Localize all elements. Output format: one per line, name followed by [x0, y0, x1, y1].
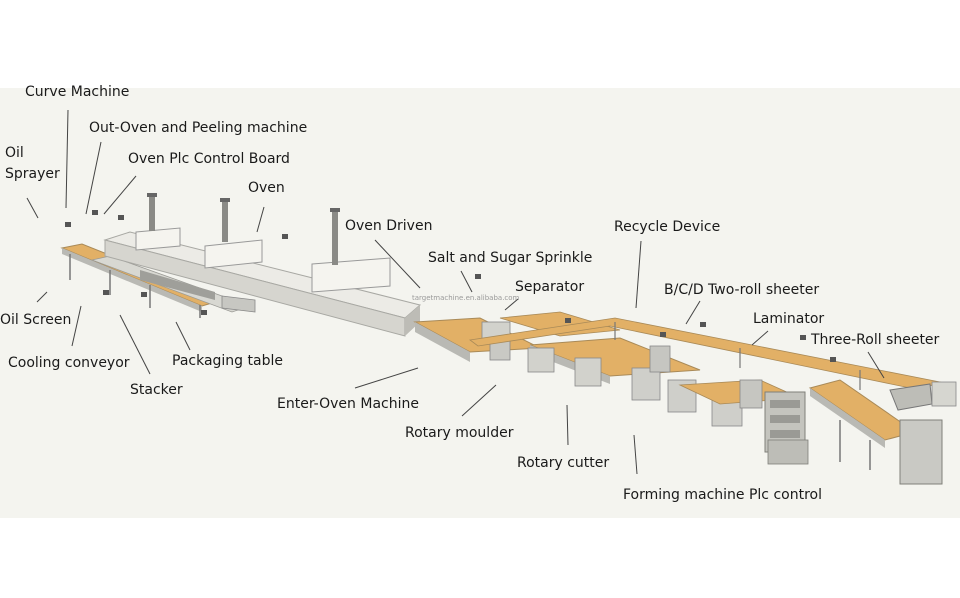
label-oven-plc-board: Oven Plc Control Board	[128, 151, 290, 167]
forming-section	[413, 311, 806, 453]
bottom-margin	[0, 518, 960, 598]
label-curve-machine: Curve Machine	[25, 84, 130, 100]
label-rotary-cutter: Rotary cutter	[517, 455, 610, 471]
label-oil-sprayer-2: Sprayer	[5, 166, 60, 182]
top-margin	[0, 0, 960, 88]
watermark: targetmachine.en.alibaba.com	[412, 294, 520, 302]
label-oil-screen: Oil Screen	[0, 312, 72, 328]
label-packaging-table: Packaging table	[172, 353, 283, 369]
label-out-oven-peeling: Out-Oven and Peeling machine	[89, 120, 308, 136]
label-enter-oven: Enter-Oven Machine	[277, 396, 419, 412]
control-markers	[65, 210, 836, 362]
label-oven: Oven	[248, 180, 285, 196]
label-rotary-moulder: Rotary moulder	[405, 425, 514, 441]
label-recycle-device: Recycle Device	[614, 219, 721, 235]
three-roll-sheeter	[767, 379, 957, 485]
label-stacker: Stacker	[130, 382, 183, 398]
cooling-conveyor-equipment	[60, 243, 256, 318]
label-bcd-sheeter: B/C/D Two-roll sheeter	[664, 282, 820, 298]
label-three-roll-sheeter: Three-Roll sheeter	[811, 332, 940, 348]
oven-body	[103, 193, 422, 337]
label-oil-sprayer-1: Oil	[5, 145, 24, 161]
leader-lines	[26, 109, 885, 475]
label-salt-sugar: Salt and Sugar Sprinkle	[428, 250, 593, 266]
label-forming-plc: Forming machine Plc control	[623, 487, 822, 503]
label-separator: Separator	[515, 279, 585, 295]
label-oven-driven: Oven Driven	[345, 218, 433, 234]
label-laminator: Laminator	[753, 311, 825, 327]
label-cooling-conveyor: Cooling conveyor	[8, 355, 130, 371]
